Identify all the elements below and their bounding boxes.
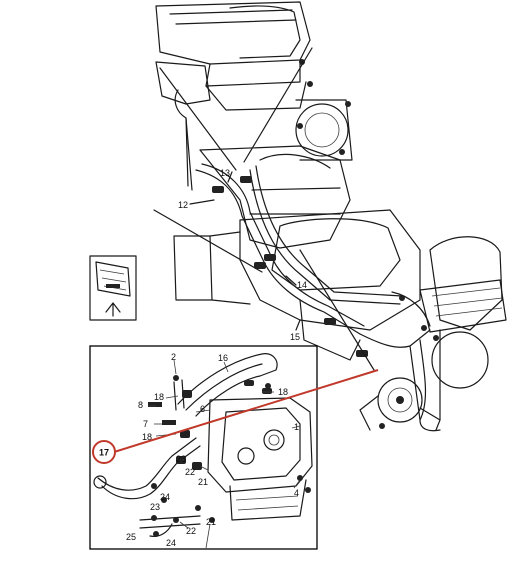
label-12: 12 xyxy=(178,200,188,210)
label-18-c: 18 xyxy=(142,432,152,442)
label-22-b: 22 xyxy=(186,526,196,536)
label-14: 14 xyxy=(297,280,307,290)
label-7: 7 xyxy=(143,419,148,429)
label-4: 4 xyxy=(294,488,299,498)
orientation-icon xyxy=(89,255,137,321)
label-21-a: 21 xyxy=(198,477,208,487)
label-1: 1 xyxy=(294,422,299,432)
upper-leader-lines xyxy=(153,47,375,371)
label-15: 15 xyxy=(290,332,300,342)
callout-17: 17 xyxy=(92,369,379,464)
label-2: 2 xyxy=(171,352,176,362)
label-6: 6 xyxy=(200,404,205,414)
detail-inset: 2 16 18 18 8 6 7 18 1 23 22 21 4 24 23 2… xyxy=(89,345,318,550)
label-23-a: 23 xyxy=(176,454,186,464)
label-24-a: 24 xyxy=(160,492,170,502)
label-18-b: 18 xyxy=(154,392,164,402)
label-18-a: 18 xyxy=(278,387,288,397)
label-13: 13 xyxy=(220,168,230,178)
engine-assembly xyxy=(155,1,507,431)
label-25: 25 xyxy=(126,532,136,542)
label-24-b: 24 xyxy=(166,538,176,548)
label-23-b: 23 xyxy=(150,502,160,512)
coolant-hoses xyxy=(195,163,441,432)
label-21-b: 21 xyxy=(206,517,216,527)
label-8: 8 xyxy=(138,400,143,410)
callout-17-number: 17 xyxy=(99,448,109,458)
label-22-a: 22 xyxy=(185,467,195,477)
label-16: 16 xyxy=(218,353,228,363)
